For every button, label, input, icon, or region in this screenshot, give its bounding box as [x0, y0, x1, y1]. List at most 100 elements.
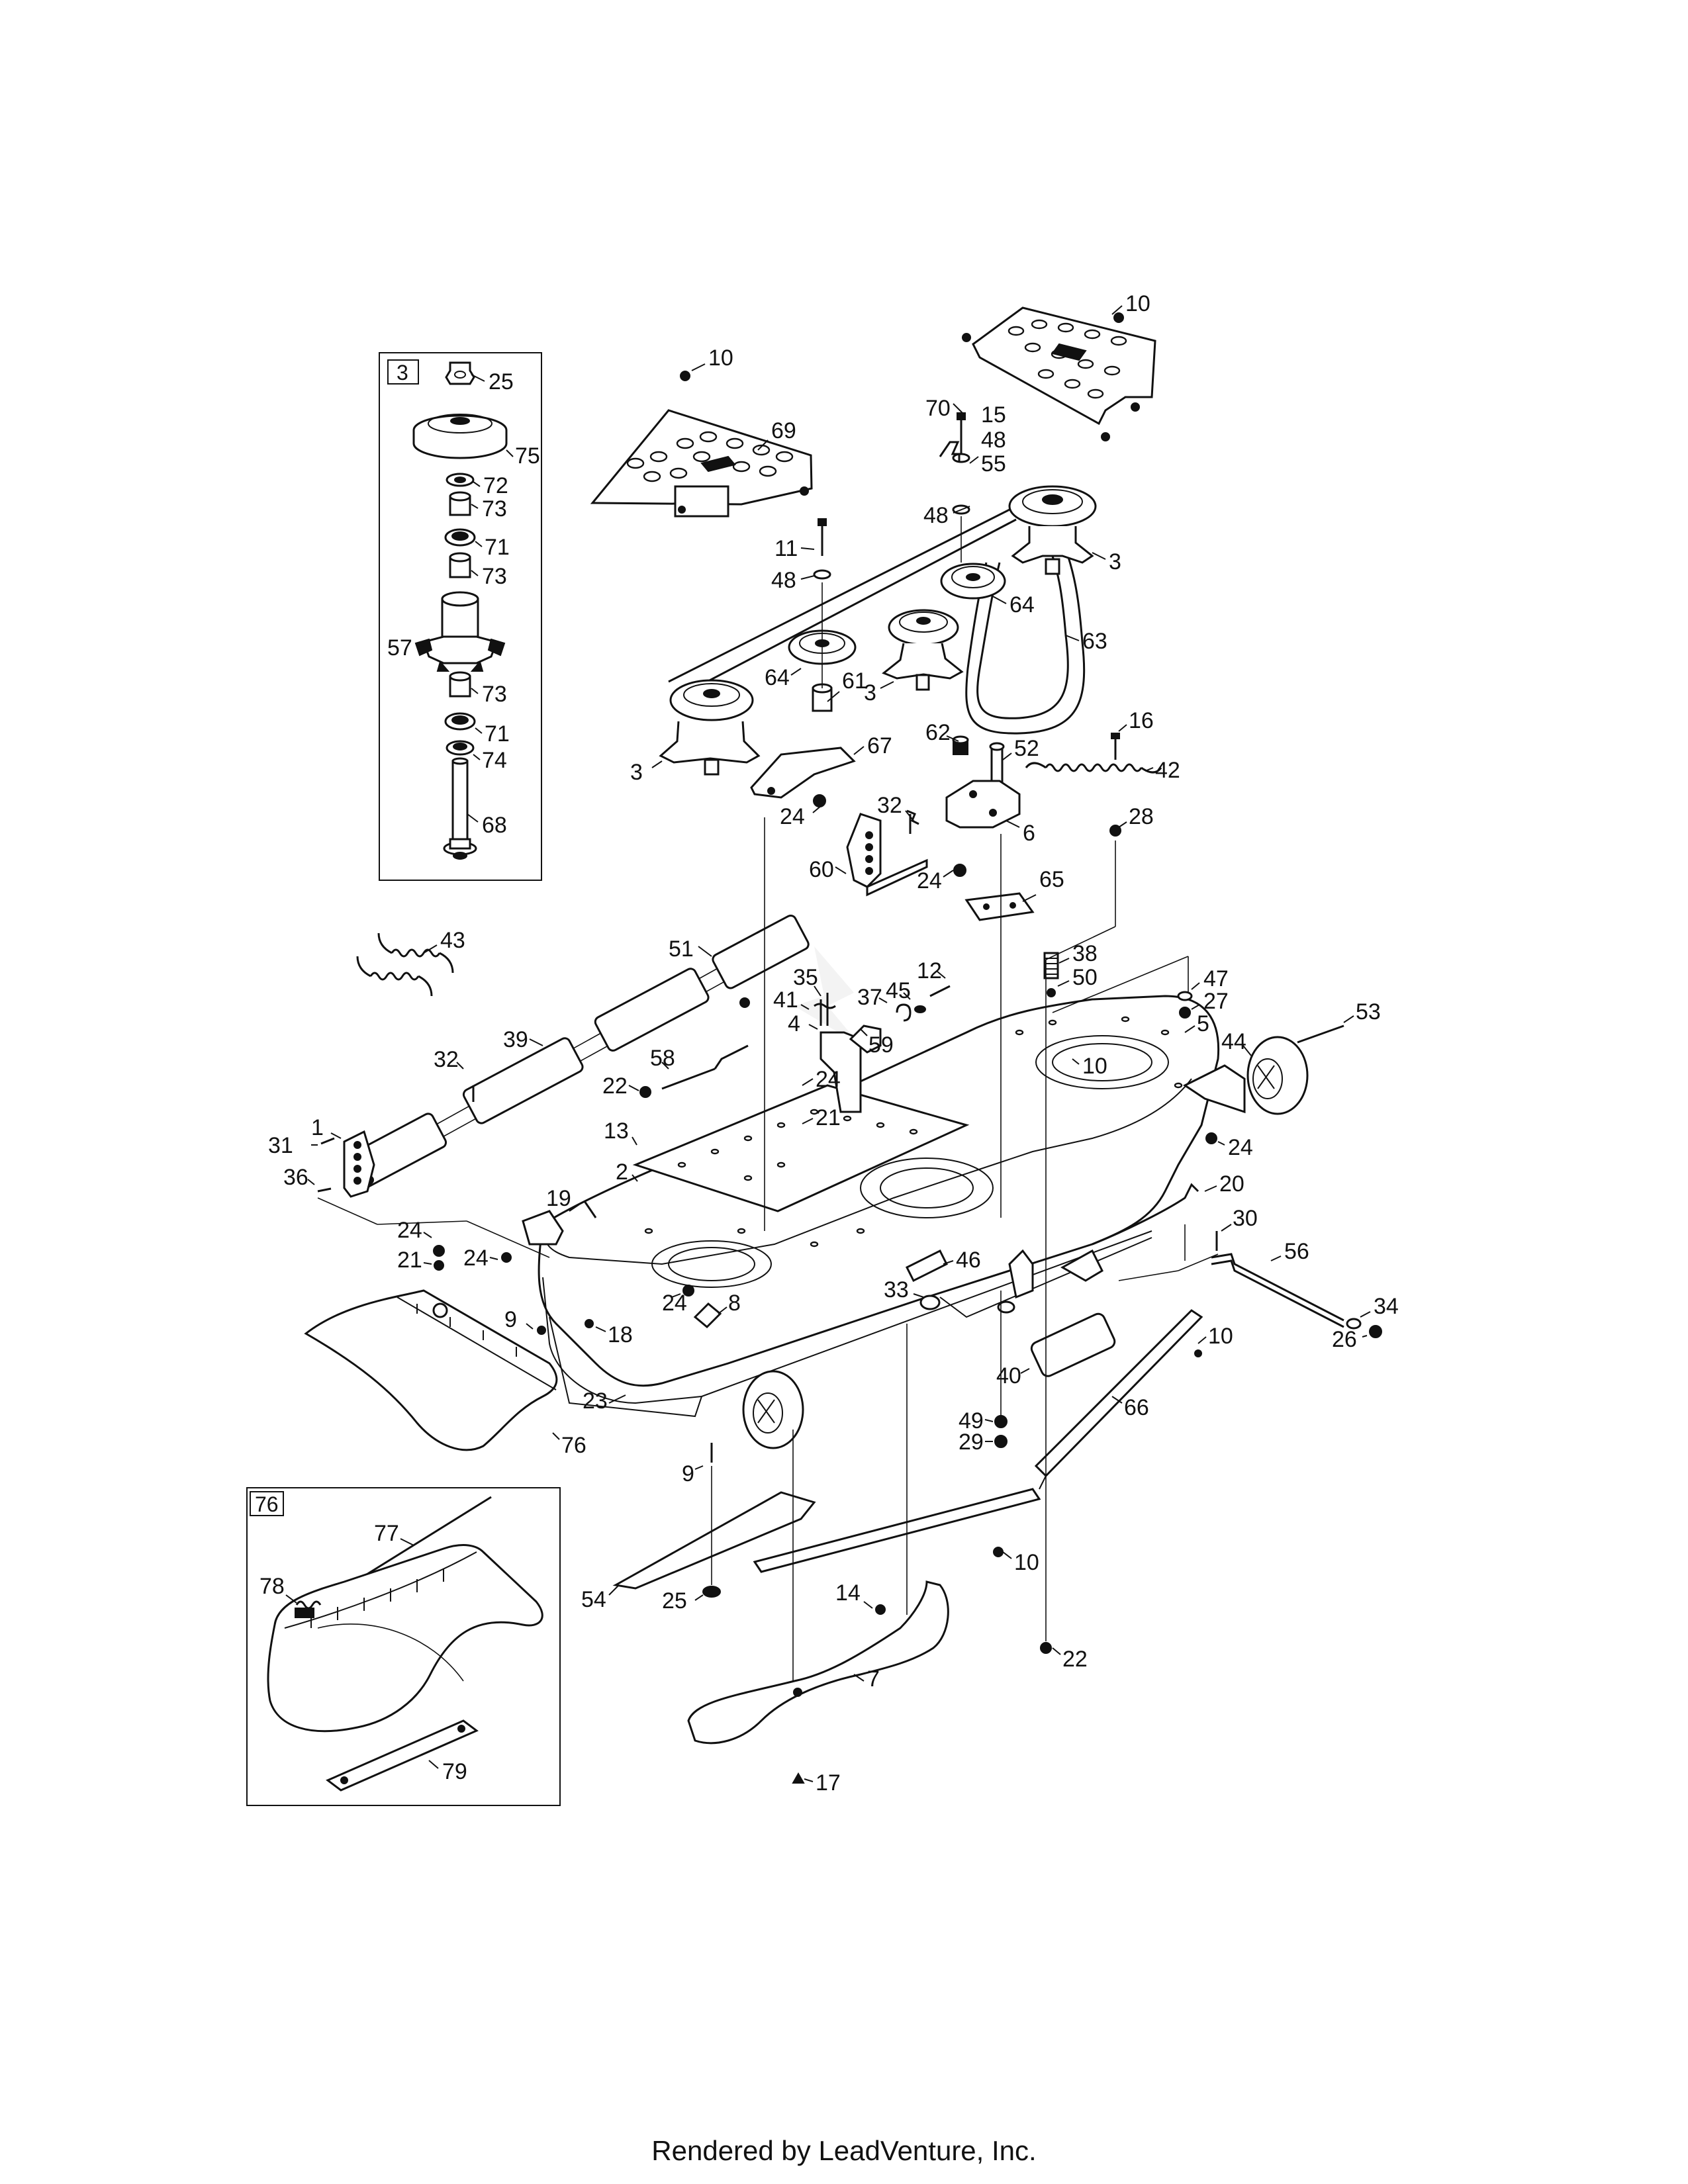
baffle-7: [687, 1580, 949, 1745]
rendered-by-credit: Rendered by LeadVenture, Inc.: [651, 2135, 1037, 2166]
inset-tag-box: [387, 359, 419, 385]
callout: 24: [780, 804, 805, 829]
callout: 64: [765, 665, 790, 690]
discharge-chute-mounted: [304, 1289, 558, 1451]
callout: 45: [886, 978, 911, 1003]
nut-50: [1047, 988, 1056, 997]
inset-frame: [246, 1487, 561, 1806]
inset-tag-label: 76: [255, 1492, 279, 1516]
pin-32-upper: [906, 809, 919, 825]
nut-24-left2: [501, 1252, 512, 1263]
pin-36: [317, 1187, 332, 1193]
callout: 40: [996, 1363, 1021, 1388]
callout: 17: [816, 1770, 841, 1796]
chute-body: [267, 1544, 543, 1733]
callout: 68: [482, 813, 507, 838]
rod-58: [661, 1044, 749, 1090]
callout: 42: [1155, 758, 1180, 783]
rod-56: [1211, 1253, 1344, 1322]
inset-discharge-chute: 76: [246, 1487, 561, 1806]
spindle-pulley-right: [1008, 485, 1097, 575]
gauge-wheel-44: [1246, 1036, 1309, 1115]
spring-41: [814, 1003, 836, 1009]
callout: 28: [1129, 804, 1154, 829]
callout: 48: [923, 503, 949, 528]
callout: 69: [771, 418, 796, 443]
nut-22-lower: [1040, 1642, 1052, 1654]
nut-18: [585, 1319, 594, 1328]
callout: 38: [1072, 941, 1098, 966]
nut-24-a: [813, 794, 826, 807]
callout: 73: [482, 682, 507, 707]
screw-10-left-cover: [680, 371, 690, 381]
spindle-spacer-upper: [449, 491, 471, 516]
callout: 32: [434, 1047, 459, 1072]
callout: 2: [616, 1160, 628, 1185]
rod-20: [1092, 1183, 1199, 1246]
callout: 49: [959, 1408, 984, 1433]
nut-24-mid: [682, 1285, 694, 1297]
callout: 54: [581, 1587, 606, 1612]
callout: 58: [650, 1046, 675, 1071]
spindle-nut: [445, 361, 475, 385]
pin-31: [320, 1137, 335, 1145]
callout: 34: [1374, 1294, 1399, 1319]
blade-54: [612, 1491, 816, 1590]
callout: 24: [917, 868, 942, 893]
callout: 24: [397, 1218, 422, 1243]
callout: 63: [1082, 629, 1107, 654]
callout: 29: [959, 1430, 984, 1455]
assembly-guide-lines: [317, 817, 1219, 1681]
callout: 16: [1129, 708, 1154, 733]
callout: 50: [1072, 965, 1098, 990]
callout: 32: [877, 793, 902, 818]
bolt-53: [1297, 1024, 1344, 1044]
callout: 66: [1124, 1395, 1149, 1420]
callout: 15: [981, 402, 1006, 428]
spacer-62: [952, 735, 969, 755]
spindle-pulley-left: [659, 679, 761, 776]
inset-spindle-assembly: 3: [379, 352, 542, 881]
screw-10-right-cover: [1113, 312, 1124, 323]
callout: 64: [1009, 592, 1035, 617]
spindle-spacer-lower: [449, 671, 471, 698]
spindle-spacer-mid: [449, 552, 471, 578]
callout: 48: [771, 568, 796, 593]
bolt-17: [792, 1772, 805, 1784]
callout: 24: [662, 1291, 687, 1316]
callout: 79: [442, 1759, 467, 1784]
callout: 3: [630, 760, 643, 785]
callout: 70: [925, 396, 951, 421]
arm-1: [343, 1130, 375, 1198]
callout: 52: [1014, 736, 1039, 761]
callout: 7: [867, 1666, 880, 1692]
plate-65: [964, 892, 1035, 921]
front-gauge-wheel: [742, 1370, 804, 1449]
callout: 41: [773, 987, 798, 1013]
callout: 10: [1125, 291, 1150, 316]
nut-49: [994, 1415, 1008, 1428]
washer-21-left: [434, 1260, 444, 1271]
bracket-8: [693, 1302, 722, 1329]
callout: 19: [546, 1186, 571, 1211]
bolt-10-right: [1194, 1349, 1202, 1357]
roller-40: [1030, 1312, 1116, 1377]
inset-tag-box: [250, 1491, 284, 1516]
spindle-bearing-upper: [444, 528, 476, 547]
callout: 21: [397, 1248, 422, 1273]
callout: 72: [483, 473, 508, 498]
callout: 10: [1208, 1324, 1233, 1349]
callout: 22: [1062, 1647, 1088, 1672]
bracket-46: [905, 1249, 949, 1283]
bolt-11-head: [818, 518, 827, 526]
washer-25: [702, 1586, 721, 1598]
callout: 9: [682, 1461, 694, 1486]
callout: 6: [1023, 821, 1035, 846]
callout: 4: [788, 1011, 800, 1036]
nut-10-lower: [993, 1547, 1004, 1557]
baffle-front: [753, 1488, 1041, 1573]
baffle-66: [1034, 1309, 1203, 1478]
callout: 65: [1039, 867, 1064, 892]
inset-frame: [379, 352, 542, 881]
callout: 46: [956, 1248, 981, 1273]
